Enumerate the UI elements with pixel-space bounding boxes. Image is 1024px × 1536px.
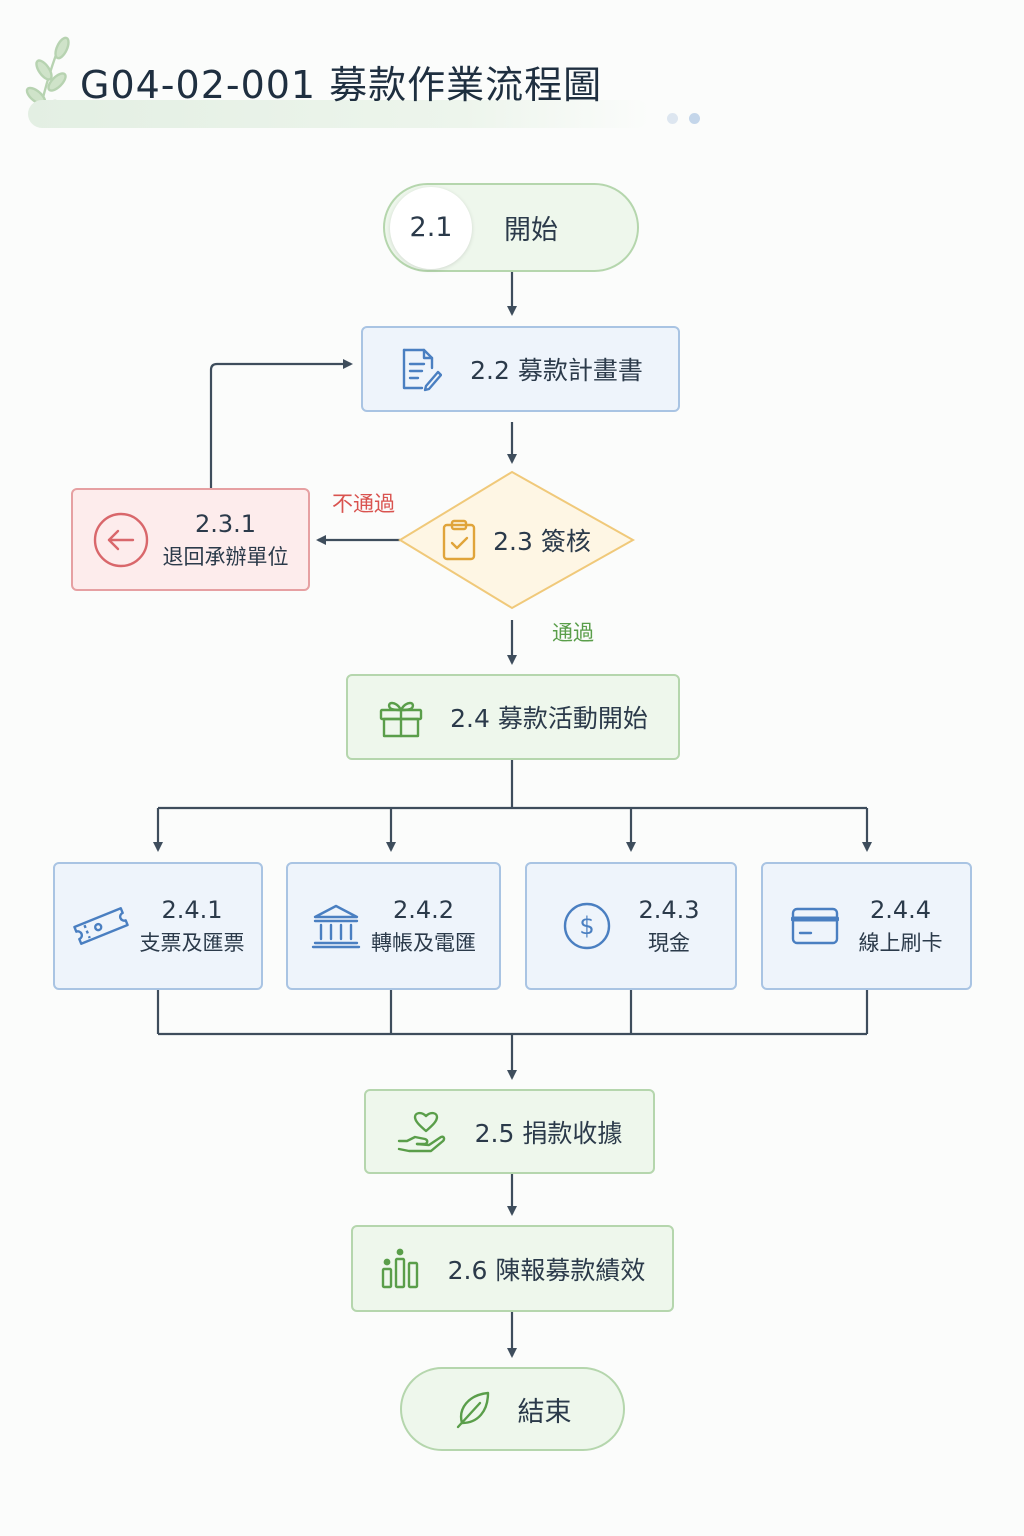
plan-label: 2.2 募款計畫書 <box>470 356 643 385</box>
start-node[interactable]: 2.1 開始 <box>383 183 639 272</box>
method-node-card[interactable]: 2.4.4 線上刷卡 <box>761 862 972 990</box>
gift-icon <box>378 696 424 738</box>
ticket-icon <box>72 903 130 949</box>
method-number: 2.4.2 <box>392 896 455 925</box>
clipboard-check-icon <box>441 519 477 561</box>
method-node-cheque[interactable]: 2.4.1 支票及匯票 <box>53 862 263 990</box>
start-label: 開始 <box>504 215 558 246</box>
decor-dot <box>689 113 700 124</box>
end-node[interactable]: 結束 <box>400 1367 625 1451</box>
hand-heart-icon <box>397 1109 447 1155</box>
return-number: 2.3.1 <box>194 509 257 538</box>
leaf-icon <box>454 1389 492 1429</box>
page-title: G04-02-001 募款作業流程圖 <box>80 63 603 107</box>
start-number-circle: 2.1 <box>390 186 472 269</box>
receipt-label: 2.5 捐款收據 <box>474 1118 623 1148</box>
decor-dot <box>667 113 678 124</box>
method-number: 2.4.1 <box>161 896 223 925</box>
credit-card-icon <box>790 907 839 945</box>
edge-label-pass: 通過 <box>552 621 594 645</box>
method-number: 2.4.3 <box>638 896 700 925</box>
review-label: 2.3 簽核 <box>493 527 591 556</box>
review-diamond-shape <box>398 470 636 610</box>
title-underline-band <box>28 100 650 128</box>
method-label: 轉帳及電匯 <box>371 931 476 956</box>
review-node[interactable]: 2.3 簽核 <box>420 500 612 580</box>
arrow-left-circle-icon <box>93 512 149 568</box>
bar-chart-icon <box>380 1247 420 1291</box>
method-label: 線上刷卡 <box>858 931 943 956</box>
svg-text:$: $ <box>580 912 595 940</box>
method-label: 支票及匯票 <box>139 931 245 956</box>
campaign-node[interactable]: 2.4 募款活動開始 <box>346 674 680 760</box>
report-label: 2.6 陳報募款績效 <box>447 1255 646 1285</box>
plan-node[interactable]: 2.2 募款計畫書 <box>361 326 680 412</box>
edge-label-fail: 不通過 <box>332 492 395 516</box>
campaign-label: 2.4 募款活動開始 <box>450 704 648 733</box>
return-label: 退回承辦單位 <box>162 544 289 569</box>
end-label: 結束 <box>517 1396 572 1428</box>
dollar-icon: $ <box>562 901 612 951</box>
start-number: 2.1 <box>409 212 453 243</box>
method-node-cash[interactable]: $ 2.4.3 現金 <box>525 862 737 990</box>
report-node[interactable]: 2.6 陳報募款績效 <box>351 1225 674 1312</box>
sprig-icon <box>25 36 70 123</box>
method-node-transfer[interactable]: 2.4.2 轉帳及電匯 <box>286 862 501 990</box>
method-label: 現金 <box>647 931 690 956</box>
document-edit-icon <box>398 346 443 392</box>
return-node[interactable]: 2.3.1 退回承辦單位 <box>71 488 310 591</box>
method-number: 2.4.4 <box>869 896 932 925</box>
receipt-node[interactable]: 2.5 捐款收據 <box>364 1089 655 1174</box>
bank-icon <box>311 903 361 949</box>
arrow-return-to-plan <box>209 359 353 488</box>
